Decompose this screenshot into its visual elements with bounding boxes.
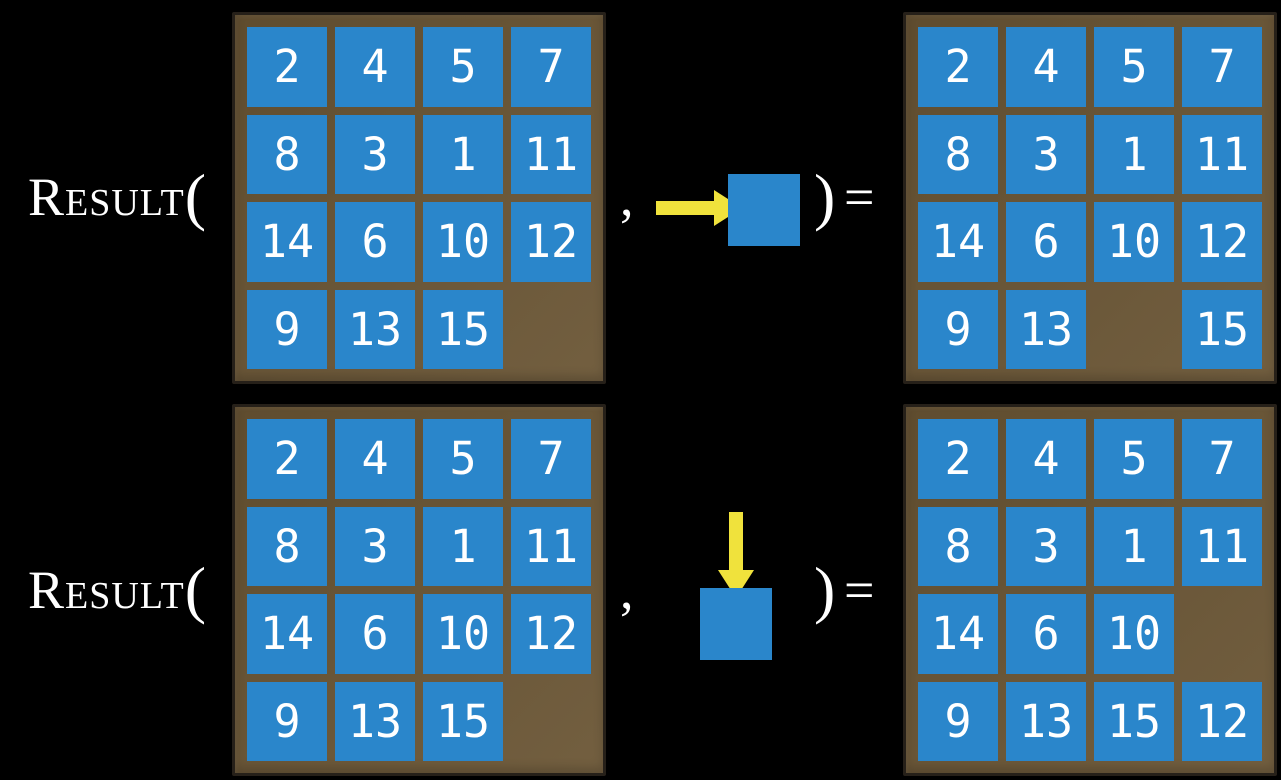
empty-cell xyxy=(1094,290,1174,370)
tile-11: 11 xyxy=(511,506,591,586)
tile-8: 8 xyxy=(918,114,998,194)
tile-11: 11 xyxy=(1182,506,1262,586)
tile-8: 8 xyxy=(247,114,327,194)
tile-11: 11 xyxy=(1182,114,1262,194)
tile-5: 5 xyxy=(1094,419,1174,499)
open-paren: ( xyxy=(184,554,207,625)
comma-separator: , xyxy=(620,167,634,227)
tile-2: 2 xyxy=(918,27,998,107)
tile-14: 14 xyxy=(247,594,327,674)
arrow-down-icon xyxy=(718,512,754,598)
tile-9: 9 xyxy=(247,289,327,369)
action-slide-down xyxy=(700,512,772,660)
tile-14: 14 xyxy=(247,202,327,282)
function-name: Result xyxy=(28,167,185,227)
tile-5: 5 xyxy=(423,419,503,499)
tile-1: 1 xyxy=(423,114,503,194)
close-paren: ) xyxy=(814,161,836,232)
tile-7: 7 xyxy=(1182,27,1262,107)
tile-8: 8 xyxy=(918,506,998,586)
tile-13: 13 xyxy=(1006,681,1086,761)
moving-tile xyxy=(700,588,772,660)
tile-5: 5 xyxy=(1094,27,1174,107)
moving-tile xyxy=(728,174,800,246)
action-slide-right xyxy=(656,174,800,246)
tile-9: 9 xyxy=(918,289,998,369)
tile-11: 11 xyxy=(511,114,591,194)
tile-9: 9 xyxy=(918,681,998,761)
tile-1: 1 xyxy=(423,506,503,586)
tile-2: 2 xyxy=(918,419,998,499)
tile-15: 15 xyxy=(423,681,503,761)
tile-13: 13 xyxy=(335,681,415,761)
tile-4: 4 xyxy=(335,419,415,499)
close-paren: ) xyxy=(814,554,836,625)
tile-15: 15 xyxy=(1094,681,1174,761)
tile-8: 8 xyxy=(247,506,327,586)
tile-10: 10 xyxy=(1094,594,1174,674)
tile-7: 7 xyxy=(511,27,591,107)
tile-12: 12 xyxy=(1182,202,1262,282)
tile-12: 12 xyxy=(511,594,591,674)
tile-12: 12 xyxy=(1182,681,1262,761)
tile-2: 2 xyxy=(247,27,327,107)
function-name: Result xyxy=(28,560,185,620)
tile-6: 6 xyxy=(335,594,415,674)
tile-4: 4 xyxy=(335,27,415,107)
arrow-shaft xyxy=(729,512,743,574)
open-paren: ( xyxy=(184,161,207,232)
tile-1: 1 xyxy=(1094,506,1174,586)
tile-3: 3 xyxy=(1006,114,1086,194)
tile-15: 15 xyxy=(1182,289,1262,369)
tile-6: 6 xyxy=(1006,202,1086,282)
tile-10: 10 xyxy=(1094,202,1174,282)
empty-cell xyxy=(511,290,591,370)
tile-14: 14 xyxy=(918,202,998,282)
comma-separator: , xyxy=(620,560,634,620)
tile-2: 2 xyxy=(247,419,327,499)
tile-3: 3 xyxy=(1006,506,1086,586)
tile-10: 10 xyxy=(423,202,503,282)
empty-cell xyxy=(511,682,591,762)
tile-10: 10 xyxy=(423,594,503,674)
equals-sign: = xyxy=(844,167,875,227)
tile-9: 9 xyxy=(247,681,327,761)
tile-6: 6 xyxy=(335,202,415,282)
tile-15: 15 xyxy=(423,289,503,369)
empty-cell xyxy=(1182,594,1262,674)
tile-5: 5 xyxy=(423,27,503,107)
tile-1: 1 xyxy=(1094,114,1174,194)
tile-12: 12 xyxy=(511,202,591,282)
equals-sign: = xyxy=(844,560,875,620)
tile-3: 3 xyxy=(335,506,415,586)
tile-7: 7 xyxy=(1182,419,1262,499)
tile-13: 13 xyxy=(1006,289,1086,369)
tile-7: 7 xyxy=(511,419,591,499)
function-label: Result( xyxy=(28,545,206,635)
tile-3: 3 xyxy=(335,114,415,194)
arrow-shaft xyxy=(656,201,718,215)
tile-13: 13 xyxy=(335,289,415,369)
tile-4: 4 xyxy=(1006,27,1086,107)
tile-6: 6 xyxy=(1006,594,1086,674)
tile-4: 4 xyxy=(1006,419,1086,499)
tile-14: 14 xyxy=(918,594,998,674)
function-label: Result( xyxy=(28,152,206,242)
